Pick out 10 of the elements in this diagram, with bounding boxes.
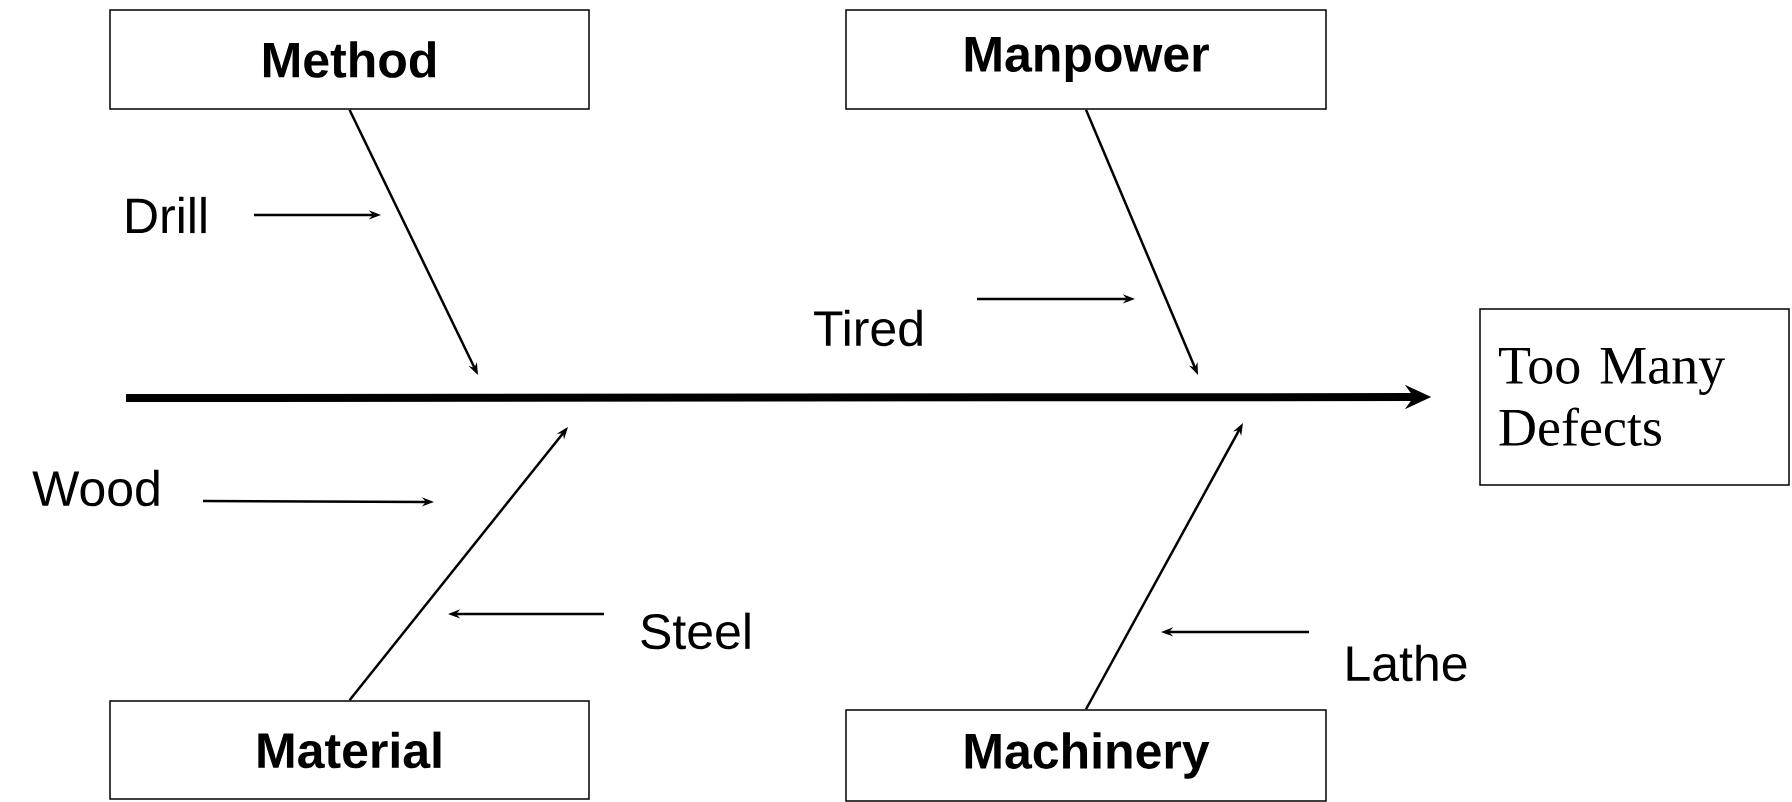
category-box: Material xyxy=(109,700,590,800)
category-box: Machinery xyxy=(845,709,1327,802)
cause-label: Tired xyxy=(814,309,922,347)
cause-label: Wood xyxy=(32,469,159,507)
category-box: Manpower xyxy=(845,9,1327,110)
cause-label: Drill xyxy=(127,196,206,234)
cause-label: Lathe xyxy=(1347,644,1467,682)
effect-box: Too Many Defects xyxy=(1479,308,1790,486)
category-box: Method xyxy=(109,9,590,110)
cause-label: Steel xyxy=(641,612,750,650)
